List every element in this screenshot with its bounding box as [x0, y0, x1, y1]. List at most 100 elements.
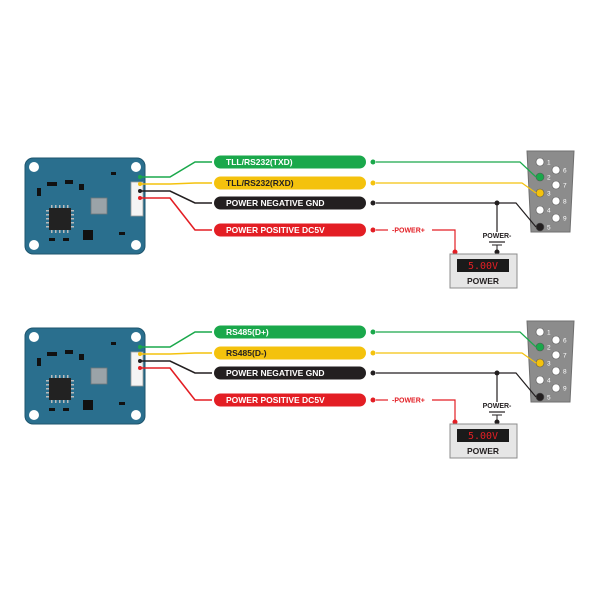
header-pin-dot	[138, 359, 142, 363]
wire-label-bar	[214, 223, 366, 237]
wire-red	[140, 367, 212, 401]
pin-number: 1	[547, 330, 551, 337]
connector-pin	[535, 157, 545, 167]
supply-plus-terminal	[452, 249, 458, 255]
wire-to-connector	[376, 372, 537, 398]
positive-wire	[432, 399, 456, 422]
lcd-reading: 5.00V	[468, 431, 498, 442]
pin-number: 6	[563, 338, 567, 345]
wire-black	[140, 190, 212, 204]
pin-number: 5	[547, 395, 551, 402]
bar-end-dot	[370, 159, 376, 165]
wire-label-bar	[214, 325, 366, 339]
wire-label-bar	[214, 346, 366, 360]
connector-pin	[551, 196, 561, 206]
connector-pin	[535, 222, 545, 232]
bar-end-dot	[370, 329, 376, 335]
connector-pin	[535, 375, 545, 385]
panel-group: TLL/RS232(TXD) TLL/RS232(RXD) POWER NEGATI…	[24, 150, 575, 289]
connector-pin	[535, 188, 545, 198]
wire-yellow	[140, 352, 212, 355]
bar-end-dot	[370, 397, 376, 403]
pin-number: 2	[547, 175, 551, 182]
wire-green	[140, 161, 212, 178]
wire-to-connector	[376, 352, 537, 364]
wire-label-bar	[214, 366, 366, 380]
panel-ttl-rs232: TLL/RS232(TXD) TLL/RS232(RXD) POWER NEGATI…	[24, 150, 575, 289]
power-minus-label: POWER-	[483, 233, 512, 240]
pin-number: 7	[563, 353, 567, 360]
header-pin-dot	[138, 182, 142, 186]
supply-minus-terminal	[494, 419, 500, 425]
header-pin-dot	[138, 366, 142, 370]
wire-label: POWER NEGATIVE GND	[226, 368, 325, 378]
wire-to-connector	[376, 331, 537, 348]
pin-number: 9	[563, 386, 567, 393]
wire-label: POWER NEGATIVE GND	[226, 198, 325, 208]
connector-pin	[535, 358, 545, 368]
header-pin-dot	[138, 345, 142, 349]
connector-pin	[535, 342, 545, 352]
bar-end-dot	[370, 227, 376, 233]
wire-label: RS485(D+)	[226, 327, 269, 337]
bar-end-dot	[370, 370, 376, 376]
power-supply: 5.00V POWER	[449, 423, 518, 459]
connector-pin	[535, 205, 545, 215]
header-pin-dot	[138, 189, 142, 193]
wire-to-connector	[376, 161, 537, 178]
connector-pin	[551, 180, 561, 190]
pin-number: 3	[547, 191, 551, 198]
supply-label: POWER	[467, 446, 499, 456]
bar-end-dot	[370, 350, 376, 356]
supply-plus-terminal	[452, 419, 458, 425]
pin-number: 9	[563, 216, 567, 223]
connector-pin	[551, 335, 561, 345]
controller-board	[24, 327, 146, 425]
wire-label-bar	[214, 196, 366, 210]
connector-pin	[551, 366, 561, 376]
bar-end-dot	[370, 180, 376, 186]
supply-lcd	[457, 429, 509, 442]
header-pin-dot	[138, 175, 142, 179]
pin-number: 5	[547, 225, 551, 232]
connector-pin	[551, 383, 561, 393]
wire-to-connector	[376, 202, 537, 228]
panel-group: RS485(D+) RS485(D-) POWER NEGATIVE GND POWE…	[24, 320, 575, 459]
bar-end-dot	[370, 200, 376, 206]
header-pin-dot	[138, 196, 142, 200]
pin-number: 4	[547, 208, 551, 215]
connector-pin	[535, 172, 545, 182]
pin-number: 4	[547, 378, 551, 385]
positive-wire	[432, 229, 456, 252]
panel-rs485: RS485(D+) RS485(D-) POWER NEGATIVE GND POWE…	[24, 320, 575, 459]
power-plus-label: -POWER+	[392, 228, 425, 235]
pin-number: 8	[563, 369, 567, 376]
supply-minus-terminal	[494, 249, 500, 255]
wire-black	[140, 360, 212, 374]
wire-label: TLL/RS232(RXD)	[226, 178, 294, 188]
power-plus-label: -POWER+	[392, 398, 425, 405]
header-pin-dot	[138, 352, 142, 356]
wire-label: POWER POSITIVE DC5V	[226, 395, 325, 405]
supply-label: POWER	[467, 276, 499, 286]
wire-label: RS485(D-)	[226, 348, 267, 358]
wire-red	[140, 197, 212, 231]
connector-pin	[535, 327, 545, 337]
wire-label-bar	[214, 393, 366, 407]
wire-label: TLL/RS232(TXD)	[226, 157, 293, 167]
power-supply: 5.00V POWER	[449, 253, 518, 289]
connector-pin	[535, 392, 545, 402]
wire-label-bar	[214, 155, 366, 169]
lcd-reading: 5.00V	[468, 261, 498, 272]
connector-pin	[551, 213, 561, 223]
wire-label-bar	[214, 176, 366, 190]
pin-number: 7	[563, 183, 567, 190]
controller-board	[24, 157, 146, 255]
wire-yellow	[140, 182, 212, 185]
pin-number: 8	[563, 199, 567, 206]
pin-number: 3	[547, 361, 551, 368]
supply-lcd	[457, 259, 509, 272]
power-minus-label: POWER-	[483, 403, 512, 410]
